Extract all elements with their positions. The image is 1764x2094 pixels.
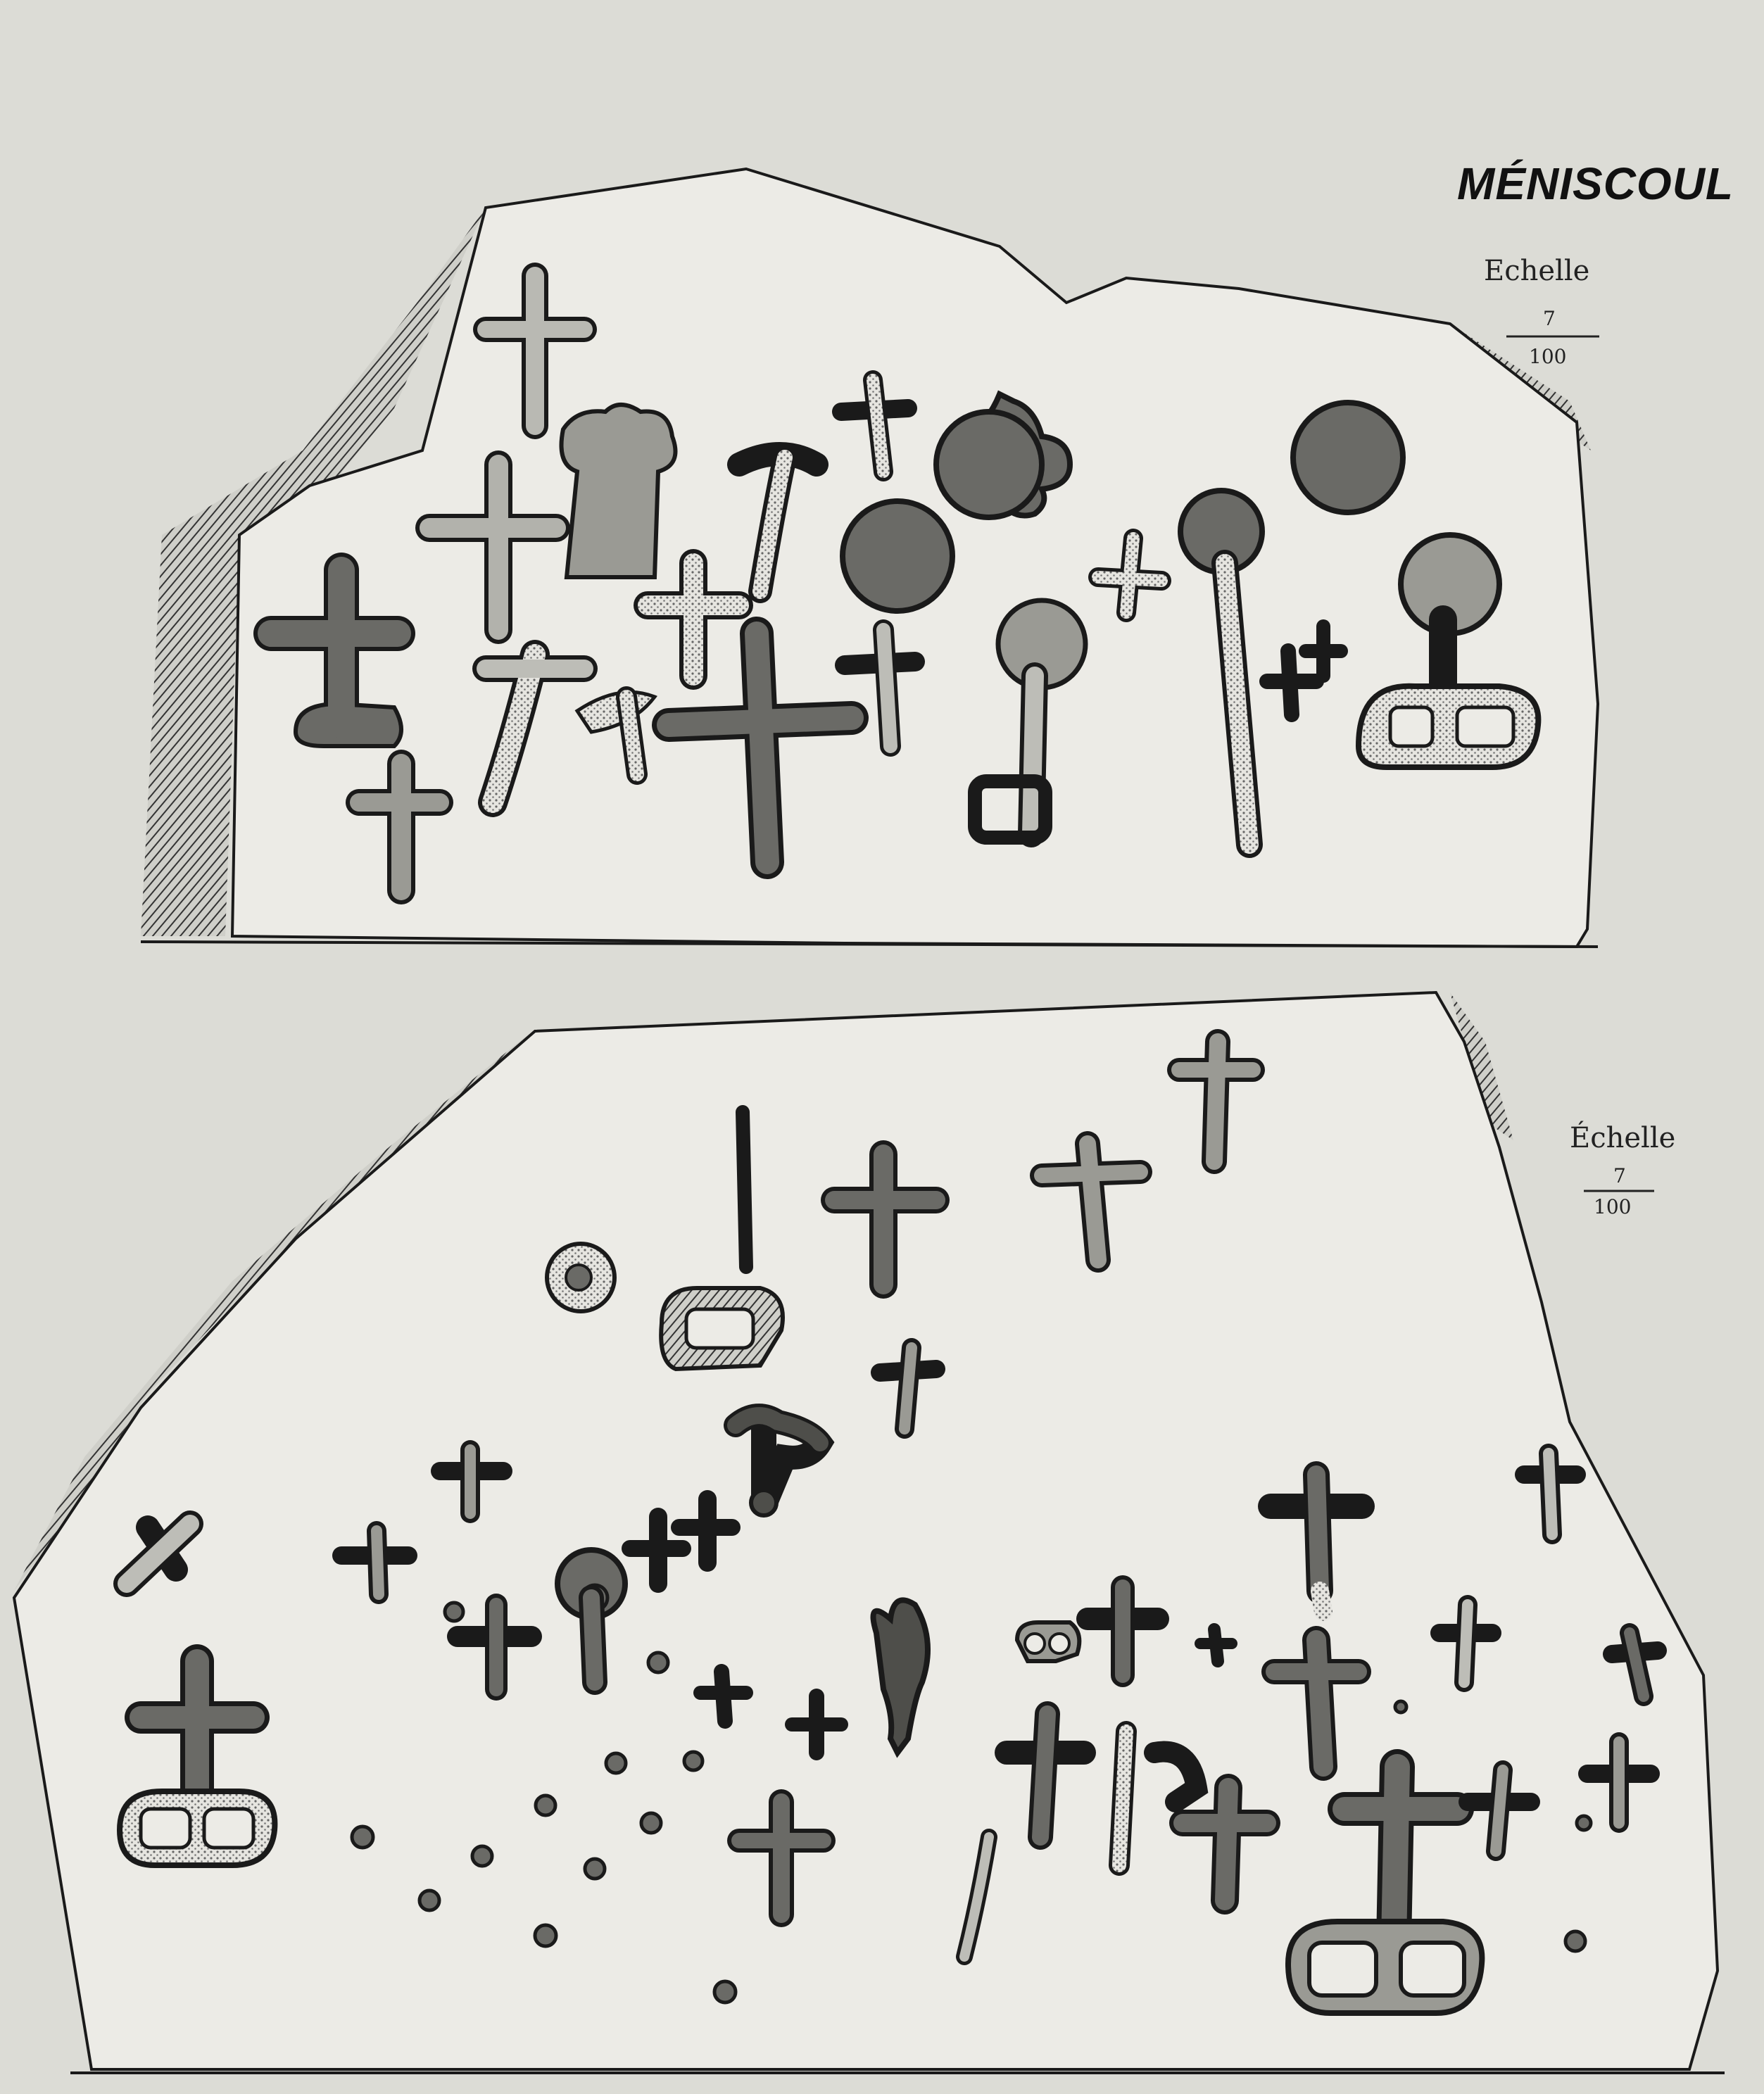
- lower-cross-right-3: [1169, 1774, 1280, 1915]
- lower-cross-far-right-1: [1430, 1595, 1501, 1692]
- lower-cross-small-4: [871, 1338, 945, 1439]
- lower-cross-small-3: [447, 1594, 542, 1701]
- upper-quatrefoil-3: [1290, 400, 1406, 515]
- lower-cross-right-group-1: [1014, 1575, 1169, 1687]
- upper-cross-9-dotted: [634, 549, 753, 690]
- lower-cross-far-right-3: [1515, 1444, 1586, 1544]
- lower-cross-center-small: [727, 1789, 836, 1927]
- upper-scale-numerator: 7: [1543, 307, 1556, 330]
- lower-cross-far-right-2: [1459, 1760, 1540, 1861]
- upper-scale-label: Echelle: [1484, 255, 1589, 287]
- lower-cross-right-5: [1261, 1626, 1371, 1781]
- lower-cross-far-right-4: [1603, 1623, 1667, 1706]
- lower-stone-outline: [12, 990, 1720, 2071]
- lower-stone: [12, 990, 1725, 2074]
- upper-scale: Echelle 7 100: [1484, 255, 1599, 368]
- cup-mark: [534, 1793, 557, 1817]
- lower-cross-rosette-ring: [555, 1547, 628, 1695]
- upper-stone-shadow: [141, 208, 486, 936]
- lower-cross-small-1: [332, 1521, 417, 1604]
- upper-cross-16-small: [1259, 619, 1348, 722]
- lower-cross-right-4: [1258, 1461, 1375, 1621]
- upper-quatrefoil-1: [933, 390, 1073, 520]
- cup-mark: [583, 1857, 607, 1881]
- upper-cross-11-small: [574, 686, 657, 785]
- upper-cross-15-tall: [1178, 488, 1265, 858]
- upper-cross-1: [473, 263, 597, 439]
- lower-cross-anchor-left: [116, 1644, 278, 1868]
- cup-mark: [682, 1750, 705, 1772]
- cup-mark: [639, 1811, 663, 1835]
- lower-scale-denominator: 100: [1594, 1195, 1631, 1218]
- upper-cross-5-trefoil: [559, 403, 678, 579]
- lower-cross-loop: [659, 1105, 785, 1372]
- lower-scale: Échelle 7 100: [1570, 1121, 1675, 1218]
- lower-cross-far-right-5: [1578, 1732, 1660, 1833]
- lower-cross-upper-3: [1167, 1029, 1265, 1174]
- lower-cross-small-2: [431, 1440, 512, 1523]
- upper-cross-17-anchor: [1355, 532, 1542, 770]
- upper-cross-7-small: [727, 442, 829, 603]
- lower-cross-small-5: [693, 1664, 848, 1760]
- lower-cross-right-group-2: [956, 1701, 1209, 1965]
- lower-rosette: [545, 1242, 617, 1313]
- upper-cross-10-main: [652, 617, 869, 879]
- lower-cross-far-right-small: [1195, 1623, 1237, 1667]
- lower-cross-x: [113, 1510, 203, 1597]
- cup-mark: [1563, 1929, 1587, 1953]
- lower-stone-shadow-right: [1450, 992, 1513, 1140]
- upper-cross-12-small: [835, 619, 925, 757]
- cup-mark: [604, 1751, 628, 1775]
- lower-scale-label: Échelle: [1570, 1121, 1675, 1154]
- cup-mark: [646, 1651, 670, 1674]
- upper-quatrefoil-2: [840, 498, 955, 614]
- lower-cross-upper-2: [1030, 1131, 1152, 1273]
- lower-cross-small-pair: [622, 1490, 741, 1593]
- cup-mark: [443, 1601, 465, 1623]
- plate-title: MÉNISCOUL: [1457, 158, 1734, 209]
- upper-stone: [140, 167, 1600, 949]
- cup-mark: [417, 1888, 441, 1912]
- cup-mark: [712, 1979, 738, 2005]
- upper-cross-4: [346, 750, 453, 904]
- upper-cross-2: [415, 450, 570, 644]
- upper-cross-14-small: [1088, 529, 1171, 622]
- cup-mark: [1575, 1814, 1593, 1832]
- upper-scale-denominator: 100: [1529, 345, 1566, 368]
- upper-cross-6: [472, 640, 598, 817]
- lower-cross-anchor-right: [1285, 1749, 1485, 2016]
- lower-cup-marks: [350, 1601, 1593, 2005]
- cup-mark: [470, 1844, 494, 1868]
- lower-cross-upper-1: [821, 1140, 950, 1299]
- upper-cross-3-anchor: [253, 553, 415, 748]
- lower-cross-hand: [724, 1404, 835, 1518]
- lower-cross-keyhole: [870, 1597, 931, 1758]
- cup-mark: [1393, 1699, 1409, 1715]
- upper-cross-13-key: [968, 598, 1088, 847]
- lower-scale-numerator: 7: [1613, 1164, 1626, 1187]
- upper-cross-8-small: [832, 370, 917, 481]
- upper-stone-base-line: [140, 940, 1599, 948]
- cup-mark: [350, 1824, 375, 1850]
- cup-mark: [533, 1923, 558, 1948]
